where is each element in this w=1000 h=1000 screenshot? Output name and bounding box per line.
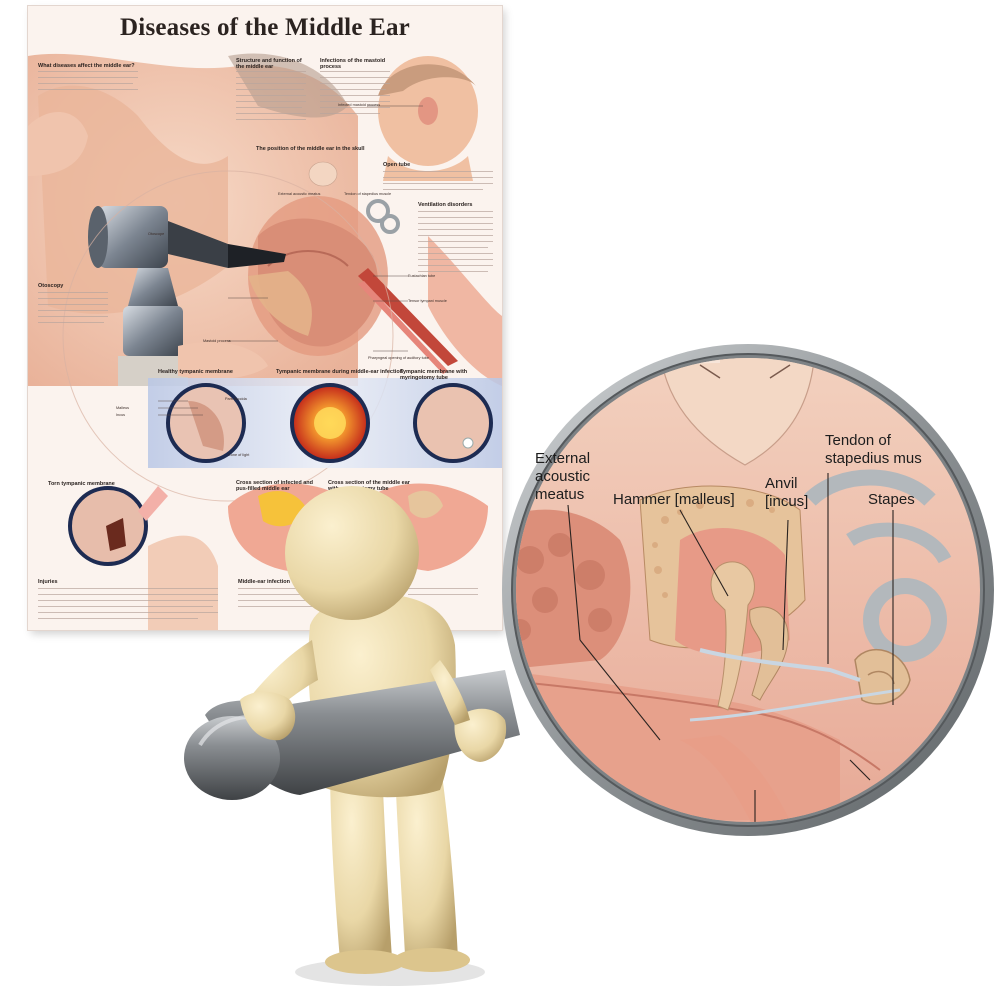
heading-cross-infected: Cross section of infected and pus-filled…	[236, 480, 314, 492]
label-malleus: Malleus	[116, 406, 130, 410]
label-tendon-stapedius: Tendon of stapedius mus	[825, 432, 922, 467]
label-pharyngeal: Pharyngeal opening of auditory tube	[368, 356, 430, 360]
heading-infections-mastoid: Infections of the mastoid process	[320, 58, 386, 70]
figure-legs	[325, 760, 470, 974]
heading-otoscopy: Otoscopy	[38, 283, 64, 289]
poster-title: Diseases of the Middle Ear	[120, 14, 410, 41]
label-otoscope: Otoscope	[148, 232, 165, 236]
heading-membrane-infection: Tympanic membrane during middle-ear infe…	[276, 369, 404, 375]
label-mastoid-process: Mastoid process	[203, 339, 231, 343]
poster-illustration	[28, 53, 502, 630]
label-tensor: Tensor tympani muscle	[408, 299, 447, 303]
magnified-anatomy	[516, 358, 980, 822]
anatomy-poster: Diseases of the Middle Ear What diseases…	[28, 6, 502, 630]
figure-head	[285, 486, 419, 620]
label-tendon: Tendon of stapedius muscle	[344, 192, 392, 196]
label-external-acoustic-meatus: External acoustic meatus	[535, 450, 591, 503]
heading-what-diseases: What diseases affect the middle ear?	[38, 63, 135, 69]
label-infected-mastoid: Infected mastoid process	[338, 103, 381, 107]
label-external-meatus: External acoustic meatus	[278, 192, 321, 196]
heading-injuries: Injuries	[38, 579, 58, 585]
heading-torn-membrane: Torn tympanic membrane	[48, 481, 115, 487]
heading-position: The position of the middle ear in the sk…	[256, 146, 365, 152]
label-pars-flaccida: Pars flaccida	[225, 397, 247, 401]
heading-healthy-membrane: Healthy tympanic membrane	[158, 369, 233, 375]
magnifier-handle	[184, 670, 520, 800]
label-eustachian: Eustachian tube	[408, 274, 436, 278]
heading-ventilation: Ventilation disorders	[418, 202, 473, 208]
label-cone-light: Cone of light	[228, 453, 250, 457]
heading-structure: Structure and function of the middle ear	[236, 58, 302, 70]
heading-membrane-tube: Tympanic membrane with myringotomy tube	[400, 369, 468, 381]
label-incus: Incus	[116, 413, 126, 417]
heading-middle-ear-infection: Middle-ear infection	[238, 579, 290, 585]
label-anvil: Anvil [incus]	[765, 475, 809, 510]
label-stapes: Stapes	[868, 491, 915, 508]
label-hammer: Hammer [malleus]	[613, 491, 735, 508]
heading-open-tube: Open tube	[383, 162, 411, 168]
